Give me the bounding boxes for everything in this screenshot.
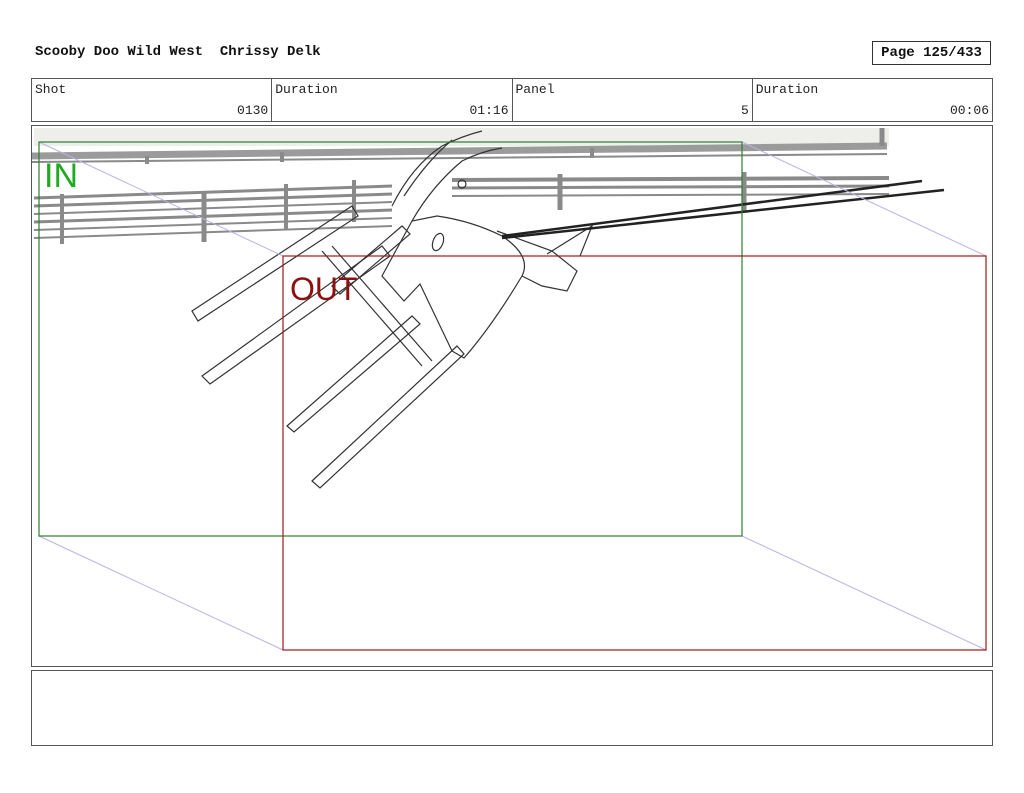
chair-sketch xyxy=(191,130,594,489)
shot-value: 0130 xyxy=(237,103,269,118)
panel-value: 5 xyxy=(740,103,749,118)
shot-label: Shot xyxy=(35,82,67,97)
out-frame xyxy=(282,255,987,651)
page-indicator: Page 125/433 xyxy=(872,41,991,65)
panel-notes-box xyxy=(31,670,993,746)
panel-label: Panel xyxy=(515,82,555,97)
storyboard-panel: IN OUT xyxy=(31,125,993,667)
panel-duration-cell: Duration 00:06 xyxy=(753,79,992,121)
shot-duration-label: Duration xyxy=(275,82,338,97)
motion-lines xyxy=(501,179,945,240)
panel-duration-label: Duration xyxy=(755,82,819,97)
fence-sketch xyxy=(32,128,890,244)
panel-drawing: IN OUT xyxy=(32,128,987,651)
shot-duration-value: 01:16 xyxy=(469,103,509,118)
shot-cell: Shot 0130 xyxy=(32,79,273,121)
in-frame-label: IN xyxy=(44,157,78,195)
camera-path-lines xyxy=(38,141,987,651)
panel-cell: Panel 5 xyxy=(513,79,753,121)
panel-duration-value: 00:06 xyxy=(949,103,989,118)
shot-duration-cell: Duration 01:16 xyxy=(272,79,513,121)
out-frame-label: OUT xyxy=(290,271,358,307)
in-frame xyxy=(38,141,743,537)
board-title: Scooby Doo Wild West Chrissy Delk xyxy=(35,44,321,60)
shot-info-row: Shot 0130 Duration 01:16 Panel 5 Duratio… xyxy=(31,78,993,122)
